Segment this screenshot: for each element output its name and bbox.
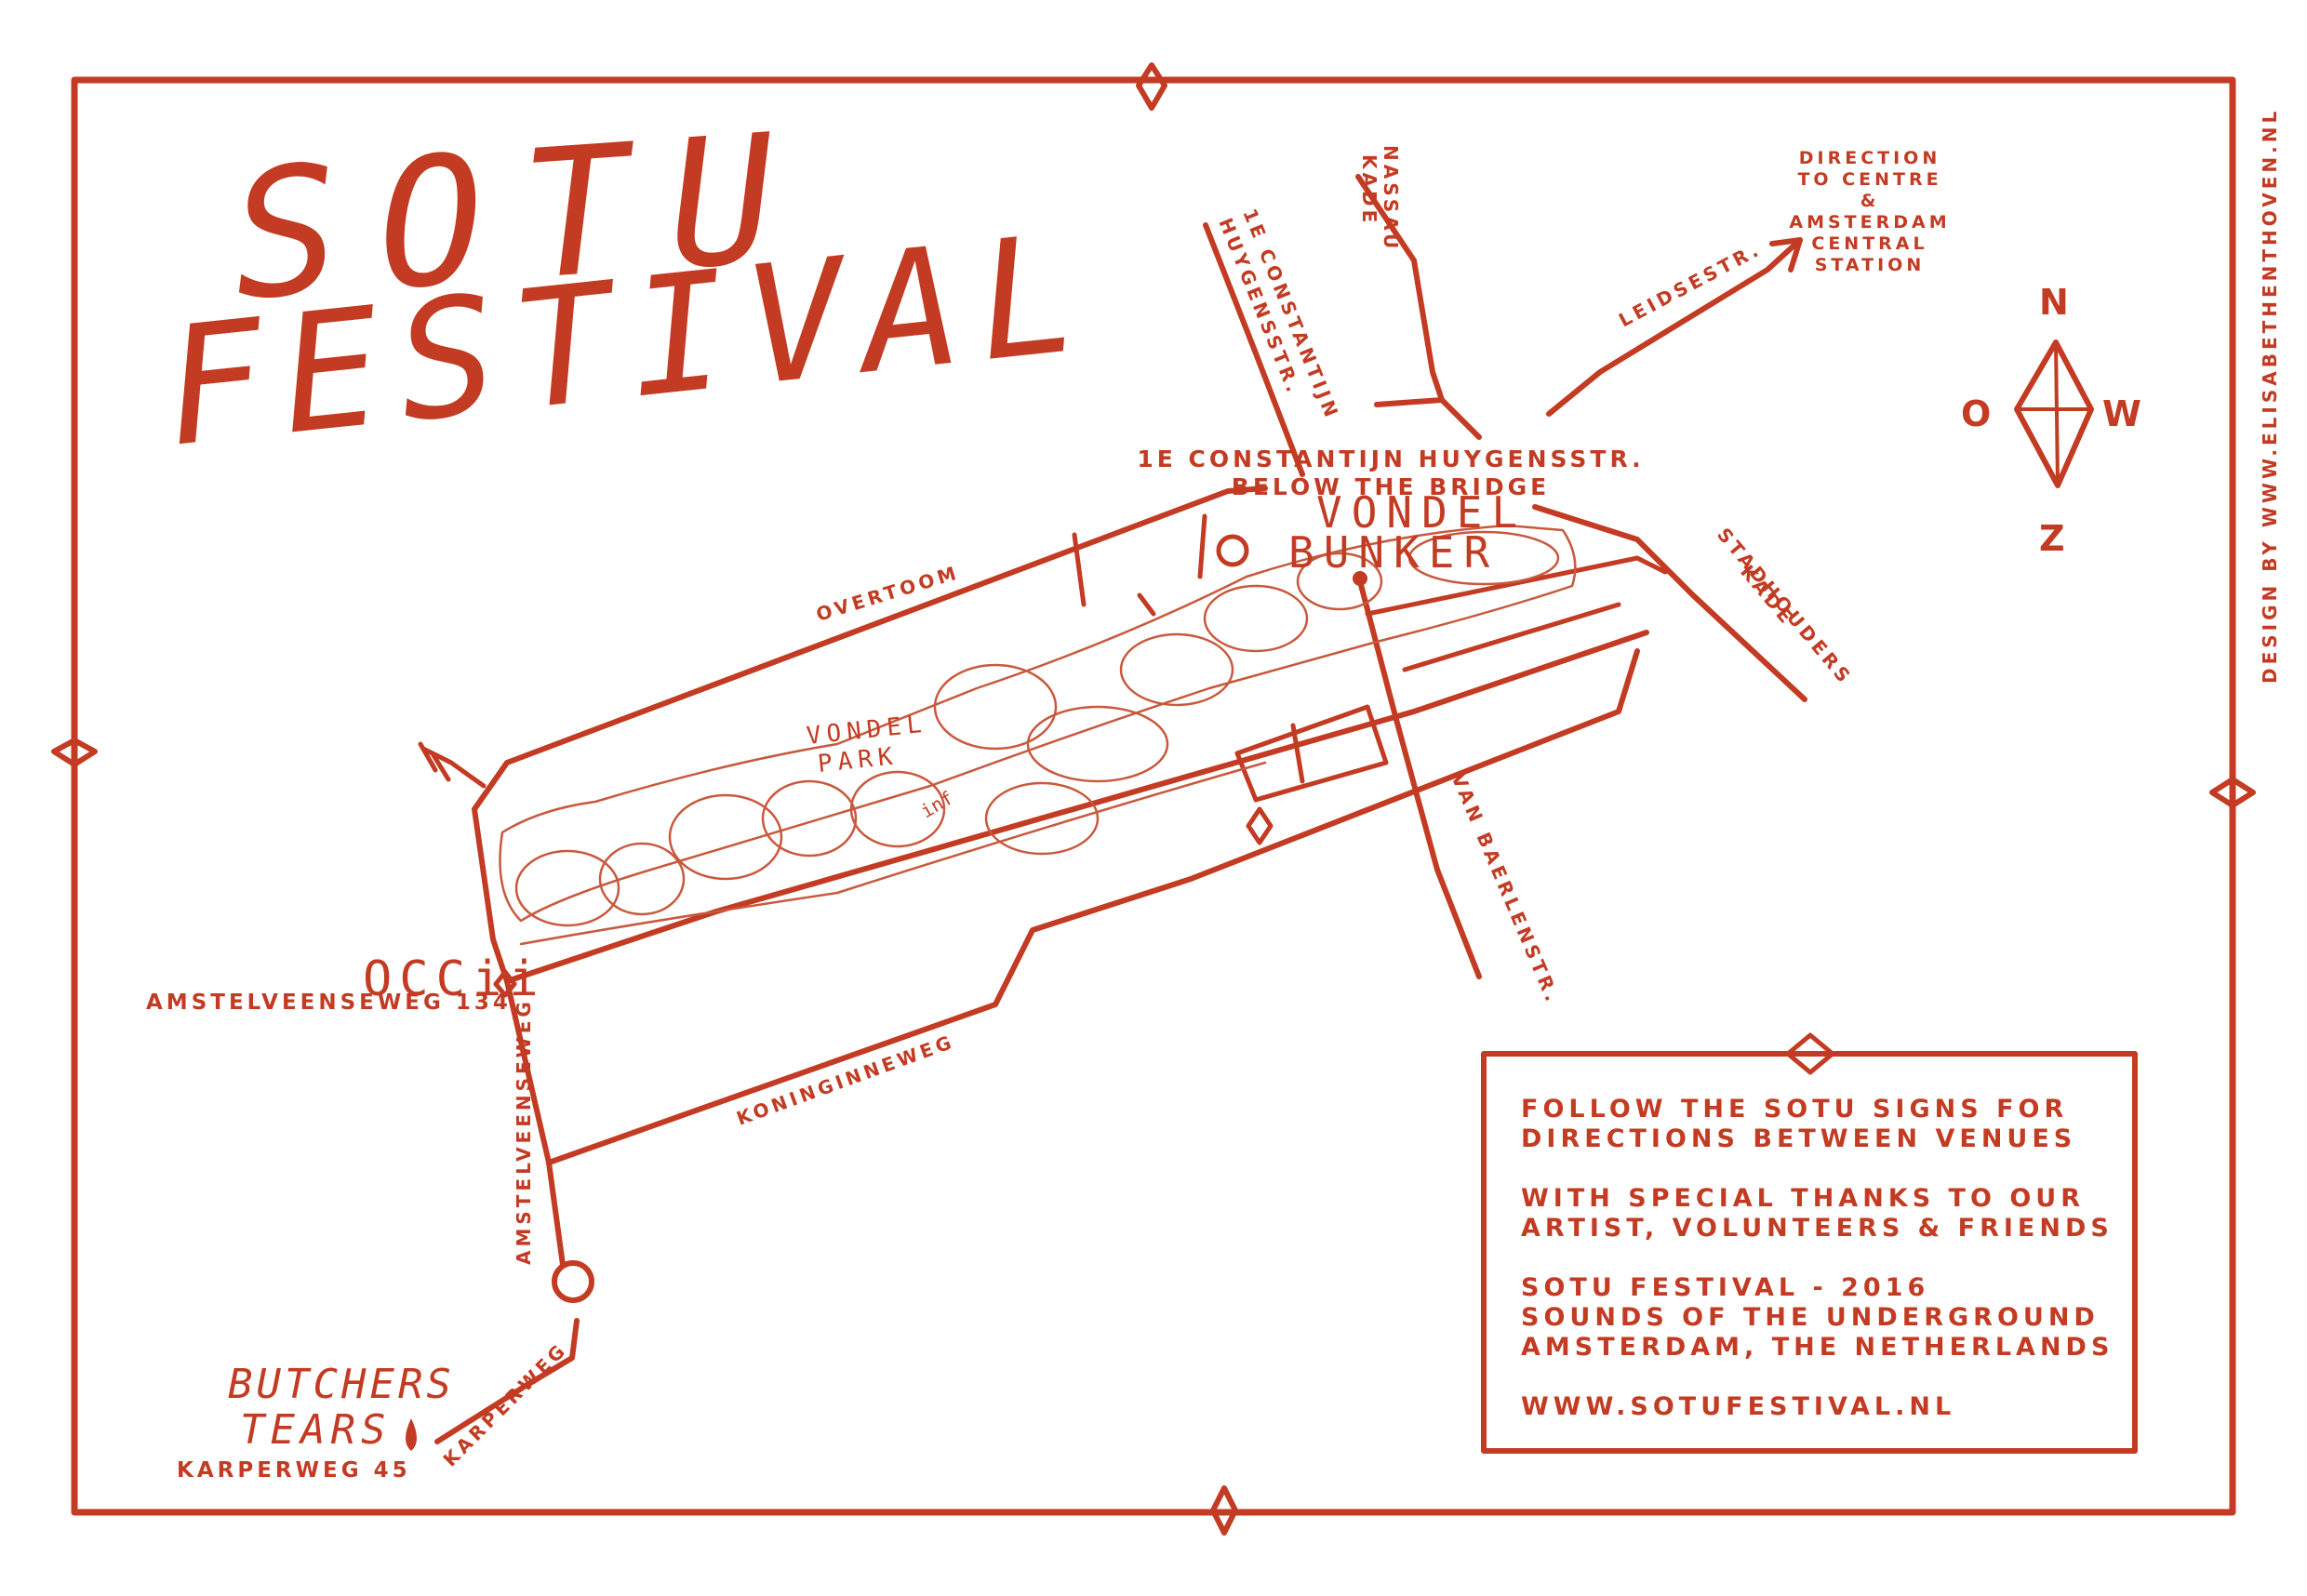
drop-icon [406,1418,417,1451]
label-amstelveenseweg: AMSTELVEENSEWEG [513,998,535,1265]
venue-butchers-tears: BUTCHERS TEARS KARPERWEG 45 [177,1361,455,1483]
road-constantijn [1203,222,1305,477]
vondel-park-label: VONDEL PARK inf [806,711,957,823]
bunker-note-2: BELOW THE BRIDGE [1232,473,1550,500]
info-box: FOLLOW THE SOTU SIGNS FOR DIRECTIONS BET… [1481,1032,2138,1454]
road-koninginneweg [546,648,1640,1165]
arrow-icon [1769,237,1803,273]
diamond-marker-icon [1136,62,1167,111]
road-nassaukade [1355,174,1482,440]
info-line-6: SOUNDS OF THE UNDERGROUND [1521,1303,2100,1332]
compass-z: Z [2039,518,2069,559]
butchers-name-1: BUTCHERS [228,1361,455,1408]
venue-markers [406,571,1367,1451]
info-line-4: ARTIST, VOLUNTEERS & FRIENDS [1521,1214,2114,1243]
info-line-3: WITH SPECIAL THANKS TO OUR [1521,1184,2085,1213]
arrow-icon [418,741,487,789]
bunker-note-1: 1E CONSTANTIJN HUYGENSSTR. [1137,446,1644,472]
direction-to-centre: DIRECTION TO CENTRE & AMSTERDAM CENTRAL … [1789,148,1950,275]
title-line-1: SOTU [226,94,820,339]
info-line-7: AMSTERDAM, THE NETHERLANDS [1521,1333,2114,1362]
venue-dot-icon [1353,571,1367,586]
occii-address: AMSTELVEENSEWEG 134 [146,991,512,1015]
diamond-marker-icon [1210,1485,1238,1536]
diamond-marker-icon [1785,1032,1835,1075]
butchers-address: KARPERWEG 45 [177,1458,411,1483]
occii-name: OCCii [363,951,546,1007]
venue-vondel-bunker: 1E CONSTANTIJN HUYGENSSTR. BELOW THE BRI… [1137,446,1644,578]
diamond-marker-icon [51,738,98,767]
info-line-5: SOTU FESTIVAL - 2016 [1521,1273,1929,1302]
park-info: inf [917,786,957,822]
venue-occii: OCCii AMSTELVEENSEWEG 134 [146,951,546,1015]
direction-line: DIRECTION [1799,148,1940,168]
festival-title: SOTU FESTIVAL [156,94,1104,484]
road-van-baerlestraat [1357,579,1482,979]
road-park-south [504,630,1649,984]
frame-diamond-markers [51,62,2256,1536]
label-karperweg: KARPERWEG [439,1338,572,1471]
info-website[interactable]: WWW.SOTUFESTIVAL.NL [1521,1392,1955,1421]
label-overtoom: OVERTOOM [813,561,962,626]
compass-rose-icon: N O W Z [1961,282,2145,559]
compass-w: W [2102,393,2145,434]
bunker-name-2: BUNKER [1288,527,1499,578]
label-van-baerle: VAN BAERLENSTR. [1447,770,1565,1008]
design-credit: DESIGN BY WWW.ELISABETHENTHOVEN.NL [2259,108,2281,684]
road-stadhouderskade [1532,504,1807,702]
label-nassau-2: KADE [1358,154,1380,226]
vondel-park-greenery [499,524,1577,946]
diamond-marker-icon [1246,806,1274,845]
road-leidsestr [1546,237,1803,417]
direction-line: AMSTERDAM [1789,212,1950,233]
compass-n: N [2039,282,2073,323]
info-line-2: DIRECTIONS BETWEEN VENUES [1521,1124,2076,1153]
direction-line: CENTRAL [1811,233,1927,254]
road-karperweg [434,1318,580,1444]
direction-line: STATION [1815,255,1925,275]
label-koninginneweg: KONINGINNEWEG [734,1030,958,1129]
map-frame [71,76,2236,1516]
roads [418,174,1807,1444]
roundabout [552,1260,594,1303]
bunker-name-1: VONDEL [1316,487,1527,538]
compass-o: O [1961,393,1994,434]
diamond-marker-icon [2209,777,2256,808]
diamond-marker-icon [493,969,517,998]
butchers-name-2: TEARS [240,1406,391,1454]
label-nassau-1: NASSAU [1380,145,1402,252]
direction-line: & [1860,191,1880,211]
info-line-1: FOLLOW THE SOTU SIGNS FOR [1521,1095,2068,1124]
direction-line: TO CENTRE [1797,169,1941,190]
road-overtoom [472,485,1268,812]
